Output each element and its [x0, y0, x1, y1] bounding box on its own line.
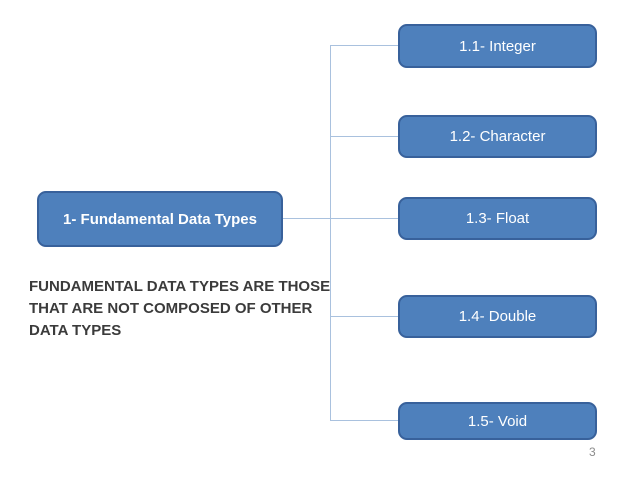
connector-branch-character — [330, 136, 398, 137]
child-box-label: 1.5- Void — [467, 412, 528, 430]
child-box-character: 1.2- Character — [398, 115, 597, 158]
note-line: DATA TYPES — [29, 322, 122, 339]
child-box-integer: 1.1- Integer — [398, 24, 597, 68]
child-box-label: 1.3- Float — [465, 210, 530, 227]
child-box-label: 1.4- Double — [458, 308, 537, 325]
connector-trunk — [330, 45, 331, 421]
root-box-fundamental-data-types: 1- Fundamental Data Types — [37, 191, 283, 247]
child-box-label: 1.1- Integer — [459, 37, 536, 55]
page-number: 3 — [589, 445, 596, 459]
child-box-float: 1.3- Float — [398, 197, 597, 240]
root-box-label: 1- Fundamental Data Types — [63, 210, 257, 228]
connector-branch-integer — [330, 45, 398, 46]
child-box-double: 1.4- Double — [398, 295, 597, 338]
note-line: FUNDAMENTAL DATA TYPES ARE THOSE — [29, 278, 331, 295]
connector-branch-void — [330, 420, 398, 421]
child-box-label: 1.2- Character — [449, 128, 546, 145]
connector-branch-float — [283, 218, 398, 219]
note-line: THAT ARE NOT COMPOSED OF OTHER — [29, 300, 313, 317]
child-box-void: 1.5- Void — [398, 402, 597, 440]
note-text: FUNDAMENTAL DATA TYPES ARE THOSE THAT AR… — [29, 276, 331, 342]
connector-branch-double — [330, 316, 398, 317]
